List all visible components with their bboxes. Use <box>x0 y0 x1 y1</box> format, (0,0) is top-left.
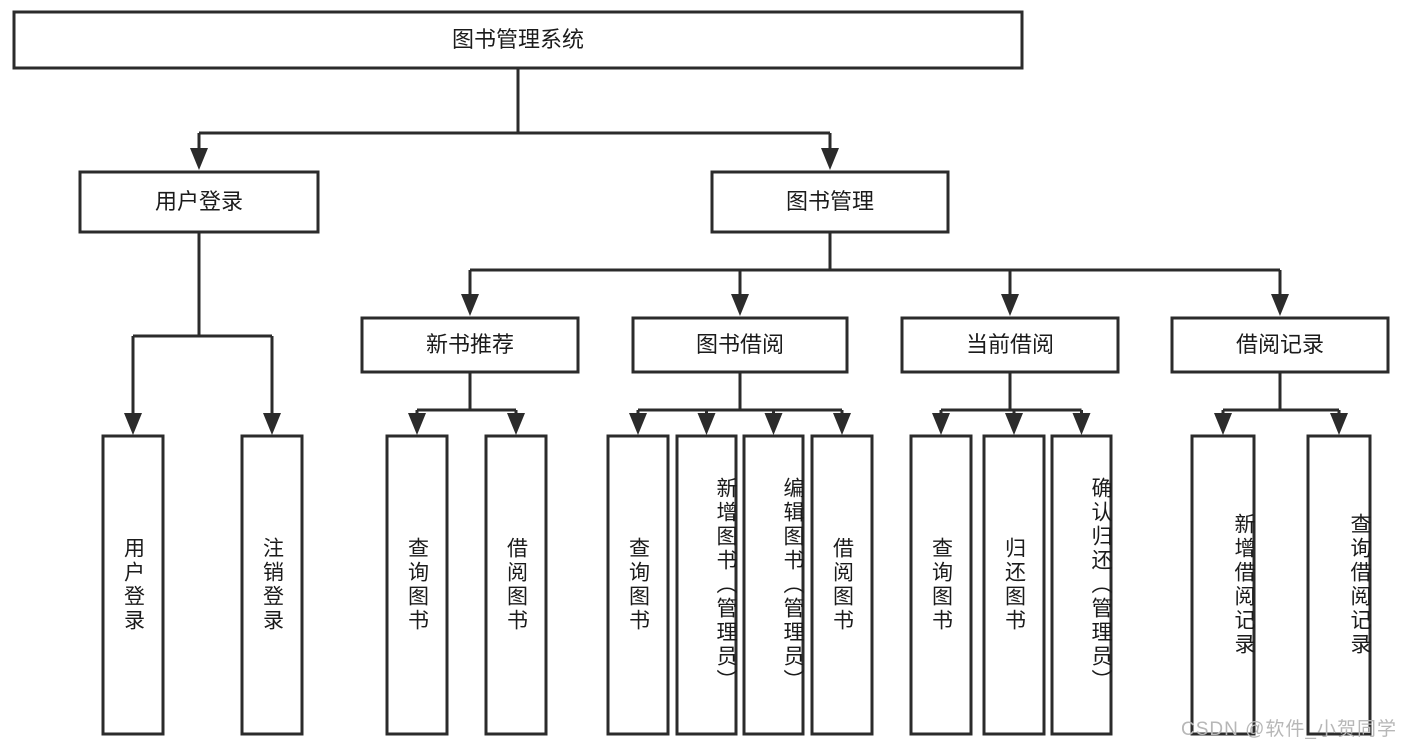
arrow-leaf-query-book-recommend <box>408 413 426 435</box>
node-label-user-login: 用户登录 <box>155 189 243 214</box>
arrow-leaf-confirm-return-admin <box>1072 413 1091 435</box>
node-label-new-book-recommend: 新书推荐 <box>426 332 514 357</box>
arrow-book-borrow <box>731 294 749 316</box>
arrow-leaf-query-book-borrow <box>629 413 647 435</box>
node-box-leaf-borrow-book[interactable] <box>810 434 874 736</box>
arrow-leaf-query-book-current <box>932 413 950 435</box>
node-box-new-book-recommend[interactable] <box>360 316 580 374</box>
arrow-leaf-user-login <box>124 413 142 435</box>
node-box-leaf-confirm-return-admin[interactable] <box>1050 434 1113 736</box>
node-box-leaf-return-book[interactable] <box>982 434 1046 736</box>
arrow-current-borrow <box>1001 294 1019 316</box>
node-box-leaf-user-login[interactable] <box>101 434 165 736</box>
node-label-borrow-record: 借阅记录 <box>1236 332 1324 357</box>
node-box-current-borrow[interactable] <box>900 316 1120 374</box>
node-box-leaf-edit-book-admin[interactable] <box>742 434 805 736</box>
node-box-leaf-query-book-borrow[interactable] <box>606 434 670 736</box>
arrow-leaf-query-borrow-record <box>1330 413 1348 435</box>
node-box-leaf-add-borrow-record[interactable] <box>1190 434 1256 736</box>
arrow-new-book-recommend <box>461 294 479 316</box>
node-label-book-manage: 图书管理 <box>786 189 874 214</box>
arrow-borrow-record <box>1271 294 1289 316</box>
arrow-user-login <box>190 148 208 170</box>
arrow-leaf-return-book <box>1005 413 1023 435</box>
node-box-user-login[interactable] <box>78 170 320 234</box>
node-box-leaf-query-book-recommend[interactable] <box>385 434 449 736</box>
arrow-leaf-logout-login <box>263 413 281 435</box>
node-box-book-manage[interactable] <box>710 170 950 234</box>
arrow-book-manage <box>821 148 839 170</box>
node-box-leaf-logout-login[interactable] <box>240 434 304 736</box>
arrow-leaf-add-borrow-record <box>1214 413 1232 435</box>
watermark-text: CSDN @软件_小贺同学 <box>1181 719 1397 740</box>
arrow-leaf-borrow-book <box>833 413 851 435</box>
node-box-layer <box>12 10 1390 736</box>
arrow-leaf-add-book-admin <box>697 413 716 435</box>
node-box-leaf-borrow-book-recommend[interactable] <box>484 434 548 736</box>
node-box-leaf-query-borrow-record[interactable] <box>1306 434 1372 736</box>
node-label-root: 图书管理系统 <box>452 27 584 52</box>
node-box-root[interactable] <box>12 10 1024 70</box>
node-box-book-borrow[interactable] <box>631 316 849 374</box>
arrow-leaf-edit-book-admin <box>764 413 783 435</box>
node-box-leaf-query-book-current[interactable] <box>909 434 973 736</box>
node-label-book-borrow: 图书借阅 <box>696 332 784 357</box>
node-box-borrow-record[interactable] <box>1170 316 1390 374</box>
arrow-leaf-borrow-book-recommend <box>507 413 525 435</box>
node-box-leaf-add-book-admin[interactable] <box>675 434 738 736</box>
node-label-current-borrow: 当前借阅 <box>966 332 1054 357</box>
connector-layer <box>124 68 1348 435</box>
